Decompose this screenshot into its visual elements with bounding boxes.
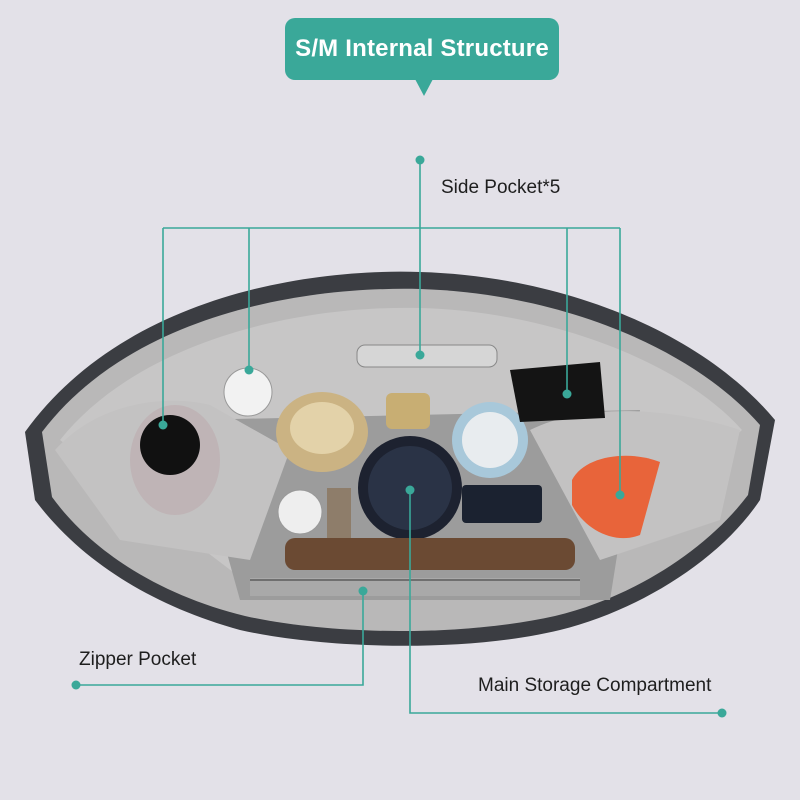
perfume xyxy=(386,393,430,429)
lipstick-box xyxy=(327,488,351,538)
main-storage-label: Main Storage Compartment xyxy=(478,675,712,696)
zipper-pocket-callout xyxy=(76,591,364,686)
dark-tube xyxy=(462,485,542,523)
title-badge: S/M Internal Structure xyxy=(285,18,559,96)
black-wallet xyxy=(510,362,605,422)
small-case xyxy=(277,489,323,535)
side-pocket-label: Side Pocket*5 xyxy=(441,177,561,198)
page-title: S/M Internal Structure xyxy=(295,35,549,62)
zipper-pocket-label: Zipper Pocket xyxy=(79,649,197,670)
main-storage-callout xyxy=(409,490,722,714)
side-pocket-callout xyxy=(162,160,621,495)
white-bottle xyxy=(223,367,273,417)
phone xyxy=(356,344,498,368)
long-case xyxy=(285,538,575,570)
zipper-strip xyxy=(250,578,580,596)
side-pocket-dots xyxy=(158,155,625,500)
